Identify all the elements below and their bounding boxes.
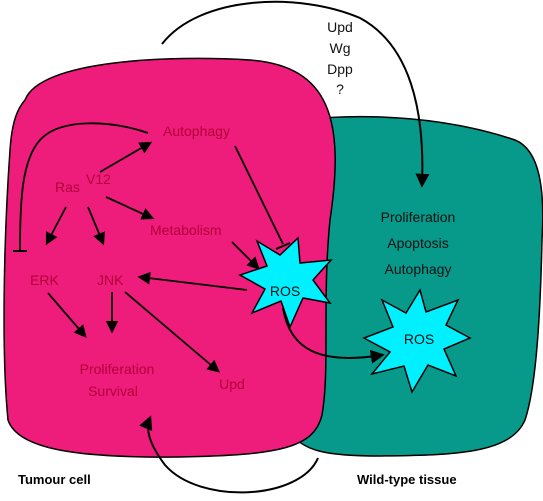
wt-proliferation-label: Proliferation [381,209,456,225]
signal-dpp: Dpp [327,61,353,77]
erk-proliferation-arrow [47,292,87,338]
autophagy-ros-inhibit [234,145,284,245]
autophagy-label: Autophagy [163,123,230,139]
signal-upd: Upd [327,19,353,35]
metabolism-label: Metabolism [150,222,222,238]
signal-unknown: ? [336,81,344,97]
wildtype-tissue-caption: Wild-type tissue [357,472,457,487]
ros-inhibit-bar [275,242,291,250]
ras-metabolism-arrow [105,196,155,220]
ras-autophagy-arrow [99,141,153,173]
proliferation-label: Proliferation [80,361,155,377]
metabolism-ros-arrow [231,241,260,270]
ras-v12-label: V12 [86,171,111,187]
ros-wildtype-label: ROS [404,331,434,347]
erk-label: ERK [30,272,59,288]
ras-label: Ras [55,179,80,195]
tumour-cell-region [3,57,336,458]
wildtype-feedback-arrow [139,415,319,494]
ros-star-tumour [238,236,333,330]
signal-wg: Wg [330,40,351,56]
ros-tumour-label: ROS [270,283,300,299]
survival-label: Survival [88,383,138,399]
ras-jnk-arrow [87,206,105,246]
jnk-upd-arrow [124,291,220,373]
ros-to-wildtype-arrow [282,307,385,364]
upd-output-label: Upd [219,376,245,392]
wt-autophagy-label: Autophagy [385,261,452,277]
ros-jnk-arrow [137,271,248,291]
ros-star-wildtype [362,288,472,394]
autophagy-erk-feedback [19,122,149,251]
ras-erk-arrow [45,206,67,246]
tumour-cell-caption: Tumour cell [18,472,91,487]
wt-apoptosis-label: Apoptosis [387,235,448,251]
jnk-label: JNK [97,272,124,288]
secreted-signals-arrow [161,0,430,188]
